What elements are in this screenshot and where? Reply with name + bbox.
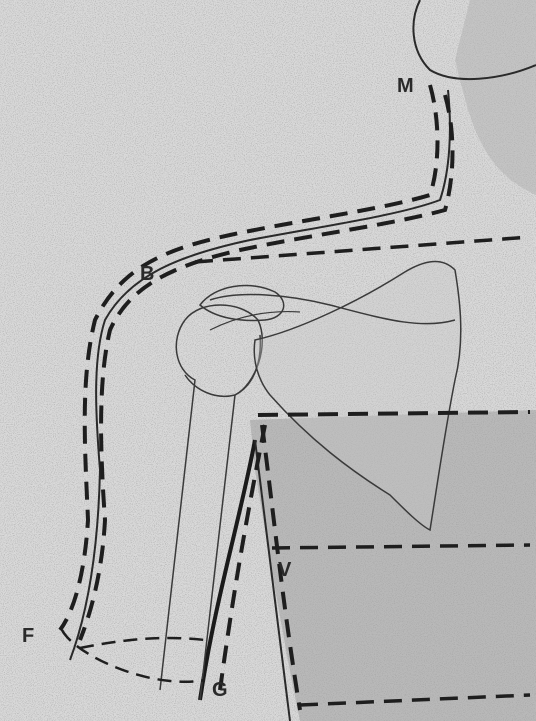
label-b: B xyxy=(140,263,154,285)
label-f: F xyxy=(22,625,34,647)
label-v: V xyxy=(278,559,292,581)
label-g: G xyxy=(212,679,228,701)
label-m: M xyxy=(397,75,414,97)
